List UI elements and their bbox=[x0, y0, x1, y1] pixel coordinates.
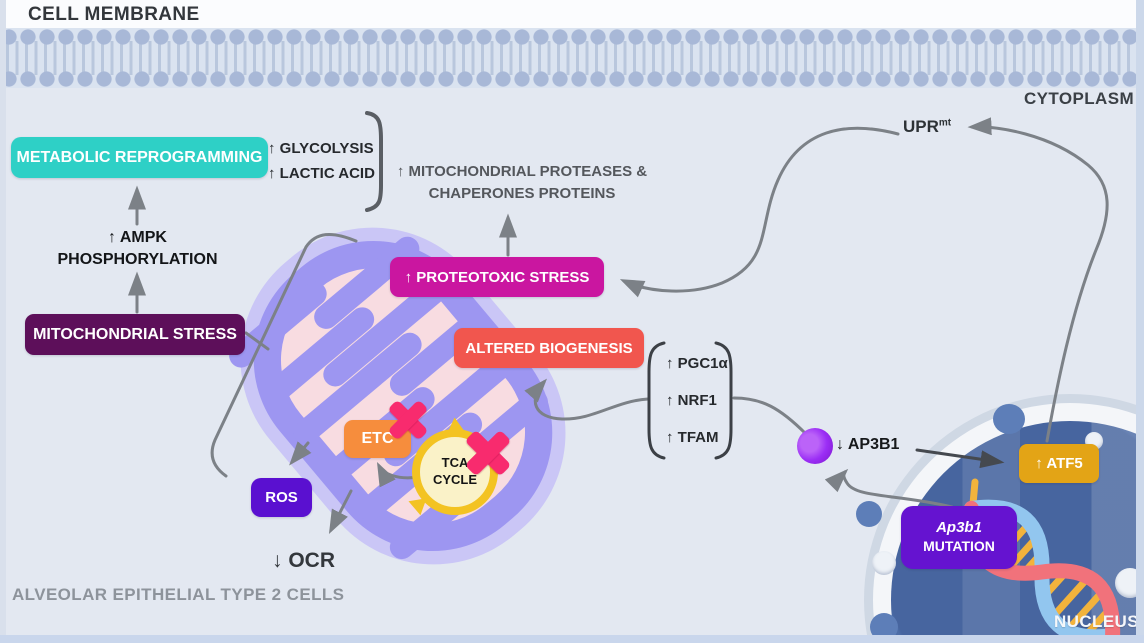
ap3b1-protein-sphere bbox=[797, 428, 833, 464]
ampk-line2: PHOSPHORYLATION bbox=[57, 250, 218, 268]
ampk-phosphorylation-label: ↑ AMPK PHOSPHORYLATION bbox=[40, 227, 235, 270]
arrow-mito-to-ocr bbox=[328, 489, 353, 535]
glycolysis-up-label: ↑ GLYCOLYSIS bbox=[268, 140, 374, 157]
metabolic-reprogramming-box: METABOLIC REPROGRAMMING bbox=[11, 137, 268, 178]
altered-biogenesis-box: ALTERED BIOGENESIS bbox=[454, 328, 644, 368]
line-mito-leader bbox=[210, 233, 358, 478]
upr-superscript: mt bbox=[938, 117, 952, 129]
pgc1a-up-label: ↑ PGC1α bbox=[666, 355, 728, 372]
atf5-box: ↑ ATF5 bbox=[1019, 444, 1099, 483]
line-sphere-to-factors bbox=[732, 396, 808, 436]
arrow-mito-to-ros bbox=[289, 441, 312, 466]
lactic-acid-up-label: ↑ LACTIC ACID bbox=[268, 165, 375, 182]
mitochondrial-stress-box: MITOCHONDRIAL STRESS bbox=[25, 314, 245, 355]
proteases-chaperones-label: ↑ MITOCHONDRIAL PROTEASES & CHAPERONES P… bbox=[388, 161, 656, 205]
nuclear-pore bbox=[872, 551, 896, 575]
arrow-ap3b1-to-atf5 bbox=[915, 448, 1005, 469]
cytoplasm-label: CYTOPLASM bbox=[1024, 89, 1135, 108]
upr-mt-label: UPRmt bbox=[903, 117, 951, 137]
line-stress-branch bbox=[244, 331, 270, 351]
nrf1-up-label: ↑ NRF1 bbox=[666, 392, 717, 409]
bracket-factors bbox=[647, 341, 733, 460]
cell-membrane-label: CELL MEMBRANE bbox=[28, 4, 200, 25]
arrow-atf5-to-upr bbox=[967, 117, 1109, 443]
mutation-word-label: MUTATION bbox=[923, 538, 995, 555]
bracket-glycolysis bbox=[365, 111, 383, 212]
proteotoxic-stress-box: ↑ PROTEOTOXIC STRESS bbox=[390, 257, 604, 297]
arrow-factors-to-altered-biogenesis bbox=[524, 378, 650, 421]
ap3b1-gene-label: Ap3b1 bbox=[936, 519, 982, 537]
tca-label-line2: CYCLE bbox=[432, 472, 478, 487]
ap3b1-mutation-box: Ap3b1 MUTATION bbox=[901, 506, 1017, 569]
proteases-line2: CHAPERONES PROTEINS bbox=[428, 184, 616, 202]
cell-type-label: ALVEOLAR EPITHELIAL TYPE 2 CELLS bbox=[12, 585, 345, 604]
ocr-down-label: ↓ OCR bbox=[272, 549, 335, 572]
upr-text: UPR bbox=[903, 117, 939, 136]
nuclear-pore-bump bbox=[993, 404, 1025, 434]
ampk-line1: ↑ AMPK bbox=[108, 229, 167, 246]
ap3b1-down-label: ↓ AP3B1 bbox=[836, 436, 900, 453]
tca-label-line1: TCA bbox=[441, 455, 469, 471]
arrow-upr-to-proteotoxic bbox=[619, 126, 900, 298]
ros-box: ROS bbox=[251, 478, 312, 517]
nuclear-pore-bump bbox=[856, 501, 882, 527]
arrow-mutation-to-ap3b1 bbox=[824, 468, 954, 509]
nucleus-label: NUCLEUS bbox=[1054, 612, 1139, 631]
tfam-up-label: ↑ TFAM bbox=[666, 429, 719, 446]
proteases-line1: ↑ MITOCHONDRIAL PROTEASES & bbox=[396, 163, 648, 180]
